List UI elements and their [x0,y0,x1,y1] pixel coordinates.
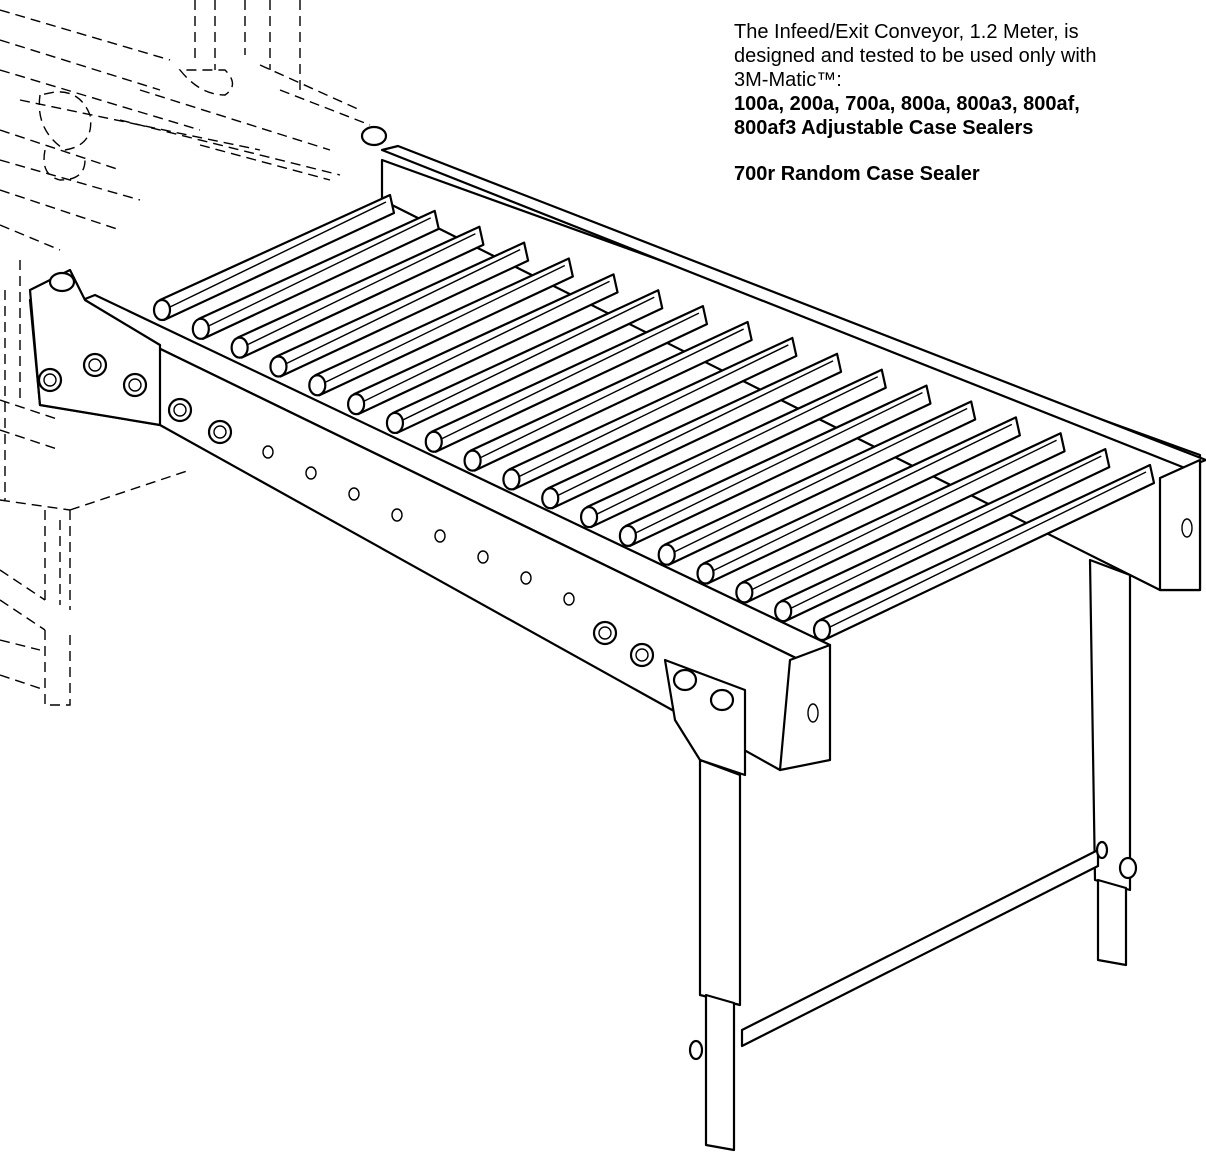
roller-end [385,411,405,435]
bolt [207,419,233,445]
adjustable-models-line-1: 100a, 200a, 700a, 800a, 800a3, 800af, [734,93,1080,115]
intro-line-2: designed and tested to be used only with [734,45,1097,67]
roller-end [735,581,754,604]
bolt [629,642,655,668]
rail-hole [520,571,532,585]
bolt-head [128,378,142,392]
bolt [592,620,618,646]
rail-hole [434,529,446,543]
rail-hole [563,592,575,606]
intro-line-3: 3M-Matic™: [734,69,842,91]
bolt-head [598,626,612,640]
support-legs [688,558,1138,1152]
roller-end [657,543,676,566]
roller-highlight [713,423,1013,572]
roller-highlight [286,249,521,365]
bolt [167,397,193,423]
roller-highlight [363,280,610,402]
roller-highlight [790,455,1102,609]
roller-highlight [752,439,1057,590]
roller-highlight [674,407,968,553]
bolt-head [43,373,57,387]
roller-highlight [169,201,387,308]
roller-end [812,618,832,642]
bolt [37,367,63,393]
roller-highlight [519,344,789,478]
roller-highlight [635,391,923,534]
roller-end [230,336,249,359]
roller-end [502,468,521,491]
roller-bed [152,193,1156,642]
rail-hole [391,508,403,522]
bolt-head [635,648,649,662]
rail-bolts [37,352,655,668]
bolt [82,352,108,378]
adjustable-models-line-2: 800af3 Adjustable Case Sealers [734,117,1034,139]
conveyor-compatibility-note: The Infeed/Exit Conveyor, 1.2 Meter, is … [734,20,1206,186]
bolt-head [88,358,102,372]
roller-highlight [208,217,432,327]
roller-end [579,505,599,529]
roller-end [308,374,327,397]
roller-highlight [402,296,655,421]
roller-end [541,487,560,510]
roller-end [191,317,210,340]
rail-hole [348,487,360,501]
roller-end [618,524,637,547]
roller-end [152,298,172,322]
roller-end [347,393,366,416]
bolt-head [173,403,187,417]
random-model-line: 700r Random Case Sealer [734,163,980,185]
roller-end [696,562,715,585]
roller-highlight [441,312,700,440]
roller-highlight [247,233,476,346]
front-rail [28,268,832,777]
rail-hole [262,445,274,459]
roller-highlight [324,264,566,383]
roller-end [424,430,443,453]
rail-hole [477,550,489,564]
bolt [122,372,148,398]
rail-hole [305,466,317,480]
intro-line-1: The Infeed/Exit Conveyor, 1.2 Meter, is [734,21,1079,43]
roller-highlight [480,328,744,459]
roller-end [463,449,482,472]
roller-highlight [596,376,879,515]
case-sealer-outline [0,0,371,706]
roller-highlight [557,360,834,496]
roller-end [269,355,288,378]
bolt-head [213,425,227,439]
roller-end [774,600,793,623]
roller-highlight [829,471,1147,628]
